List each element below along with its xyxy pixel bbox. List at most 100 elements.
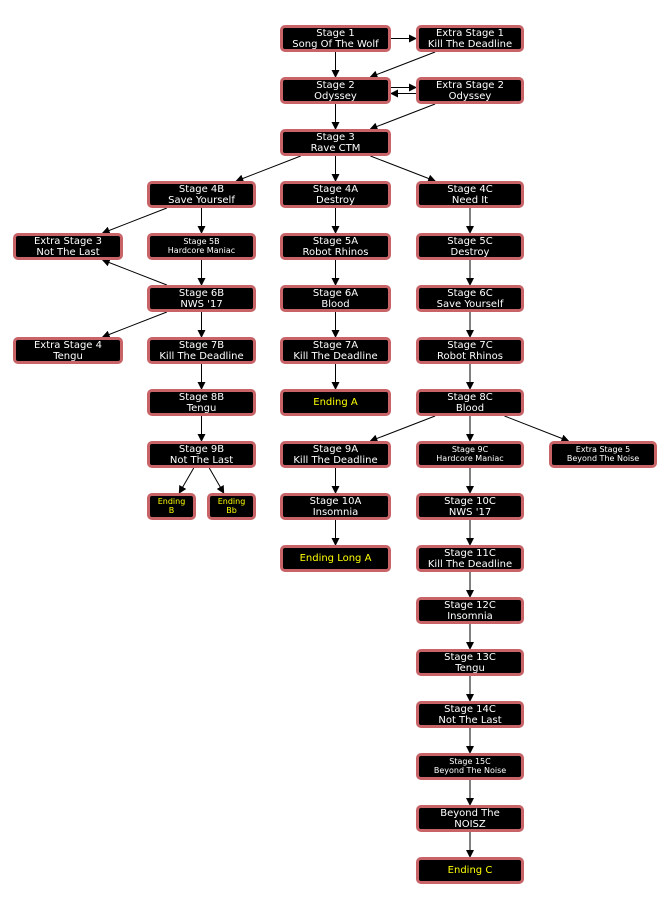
node-stage-6c: Stage 6C Save Yourself [416,285,524,312]
node-title: Ending A [313,397,358,408]
node-ending-bb: Ending Bb [207,493,256,520]
node-title: Stage 13C [444,651,496,663]
node-subtitle: Blood [321,298,350,310]
node-stage-7b: Stage 7B Kill The Deadline [147,337,256,364]
node-subtitle: Blood [455,402,485,414]
node-title: Stage 4B [178,183,225,195]
node-subtitle: Kill The Deadline [293,350,378,362]
node-title: Stage 11C [444,547,496,559]
node-subtitle: Kill The Deadline [427,558,513,570]
node-title: Stage 5C [447,235,493,247]
node-extra-stage-1: Extra Stage 1 Kill The Deadline [416,25,524,52]
node-stage-10c: Stage 10C NWS '17 [416,493,524,520]
node-title: Stage 6A [312,287,359,299]
node-stage-2: Stage 2 Odyssey [280,77,391,104]
node-title: Extra Stage 3 [33,235,102,247]
edge-s8c-to-ex5 [504,415,570,443]
node-title: Beyond The [440,807,500,819]
node-title: Stage 6B [178,287,225,299]
node-stage-11c: Stage 11C Kill The Deadline [416,545,524,572]
node-subtitle: Tengu [53,350,83,362]
node-title: Stage 9B [178,443,225,455]
node-subtitle: Odyssey [448,90,492,102]
node-subtitle: Not The Last [36,246,100,258]
node-ending-c: Ending C [416,857,524,884]
node-beyond-the-noisz: Beyond The NOISZ [416,805,524,832]
node-subtitle: Rave CTM [310,142,361,154]
node-stage-5a: Stage 5A Robot Rhinos [280,233,391,260]
node-subtitle: Tengu [455,662,485,674]
node-subtitle: Not The Last [169,454,234,466]
node-extra-stage-4: Extra Stage 4 Tengu [13,337,123,364]
node-subtitle: Kill The Deadline [159,350,244,362]
node-subtitle: NWS '17 [180,298,223,310]
node-stage-8c: Stage 8C Blood [416,389,524,416]
node-stage-4b: Stage 4B Save Yourself [147,181,256,208]
node-subtitle: Odyssey [314,90,357,102]
node-subtitle: Bb [226,505,237,515]
node-stage-13c: Stage 13C Tengu [416,649,524,676]
node-subtitle: Song Of The Wolf [292,38,379,50]
node-stage-15c: Stage 15C Beyond The Noise [416,753,524,780]
node-extra-stage-5: Extra Stage 5 Beyond The Noise [549,441,657,468]
edge-s6b-to-ex3 [101,258,168,286]
node-title: Ending Long A [299,553,372,564]
node-title: Extra Stage 5 [575,444,631,454]
node-stage-4a: Stage 4A Destroy [280,181,391,208]
node-subtitle: Destroy [316,194,355,206]
node-title: Stage 12C [444,599,496,611]
node-title: Stage 4A [312,183,359,195]
node-title: Stage 3 [316,131,355,143]
node-subtitle: Kill The Deadline [293,454,378,466]
node-title: Stage 8C [447,391,493,403]
node-extra-stage-3: Extra Stage 3 Not The Last [13,233,123,260]
node-title: Stage 10C [444,495,496,507]
node-title: Stage 9A [312,443,359,455]
node-title: Stage 5B [183,236,220,246]
node-subtitle: Save Yourself [436,298,504,310]
node-subtitle: NOISZ [454,818,486,830]
node-title: Stage 2 [316,79,355,91]
edge-s9b-to-endBb [208,467,225,494]
node-subtitle: Save Yourself [168,194,235,206]
node-stage-14c: Stage 14C Not The Last [416,701,524,728]
node-stage-6b: Stage 6B NWS '17 [147,285,256,312]
edge-ex2-to-s3 [369,103,436,131]
node-title: Ending C [447,865,493,876]
node-subtitle: Beyond The Noise [433,765,507,775]
edge-s9b-to-endB [178,467,195,494]
node-title: Stage 4C [447,183,493,195]
node-extra-stage-2: Extra Stage 2 Odyssey [416,77,524,104]
node-subtitle: Robot Rhinos [437,350,503,362]
node-subtitle: Kill The Deadline [427,38,513,50]
node-title: Stage 10A [309,495,362,507]
node-title: Stage 7C [447,339,493,351]
node-title: Stage 9C [451,444,489,454]
node-ending-a: Ending A [280,389,391,416]
node-stage-1: Stage 1 Song Of The Wolf [280,25,391,52]
node-title: Stage 8B [178,391,225,403]
node-title: Extra Stage 1 [435,27,504,39]
node-stage-5c: Stage 5C Destroy [416,233,524,260]
node-subtitle: Not The Last [438,714,502,726]
node-stage-9b: Stage 9B Not The Last [147,441,256,468]
node-title: Stage 14C [444,703,496,715]
node-subtitle: Hardcore Maniac [167,245,236,255]
node-title: Extra Stage 4 [33,339,102,351]
node-subtitle: B [168,505,175,515]
node-title: Stage 1 [316,27,355,39]
node-title: Stage 6C [447,287,493,299]
node-subtitle: Need It [451,194,489,206]
node-stage-3: Stage 3 Rave CTM [280,129,391,156]
edge-s8c-to-s9a [369,415,436,443]
node-stage-7c: Stage 7C Robot Rhinos [416,337,524,364]
edge-s6b-to-ex4 [101,311,168,339]
node-subtitle: Beyond The Noise [566,453,640,463]
node-stage-5b: Stage 5B Hardcore Maniac [147,233,256,260]
node-stage-9c: Stage 9C Hardcore Maniac [416,441,524,468]
node-title: Stage 5A [312,235,359,247]
edge-s3-to-s4c [370,155,437,183]
edge-s3-to-s4b [235,155,301,183]
